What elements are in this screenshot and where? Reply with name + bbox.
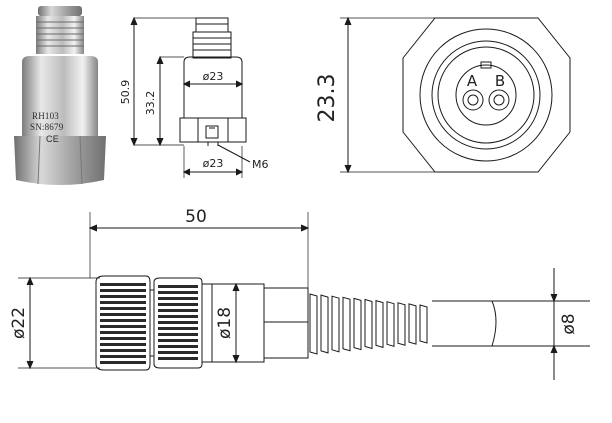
strain-relief-coil (309, 293, 318, 355)
knurl-groove (158, 321, 198, 324)
knurl-groove (158, 297, 198, 300)
sensor-photo (14, 6, 106, 185)
bottom-diameter-label: ø23 (203, 157, 224, 170)
top-diameter-label: ø23 (203, 70, 224, 83)
knurl-groove (100, 337, 146, 340)
strain-relief-coil (364, 298, 373, 350)
knurl-groove (100, 343, 146, 346)
cable-diameter-label: ø8 (559, 313, 579, 334)
strain-relief-coil (353, 297, 362, 351)
connector-diameter-label: ø22 (9, 307, 29, 339)
overall-height-label: 50.9 (119, 80, 132, 105)
strain-relief-coil (386, 301, 395, 347)
top-view-drawing: 23.3 A B (315, 16, 571, 174)
knurl-groove (158, 291, 198, 294)
model-label: RH103 (32, 111, 60, 121)
knurl-groove (100, 325, 146, 328)
cable-connector-drawing: 50 ø22 ø18 ø8 (9, 207, 590, 380)
thread-label: M6 (252, 158, 269, 171)
knurl-groove (100, 313, 146, 316)
knurl-groove (100, 355, 146, 358)
ce-mark: CE (46, 134, 59, 144)
pin-b-label: B (495, 72, 505, 90)
knurl-groove (100, 361, 146, 364)
knurl-groove (100, 301, 146, 304)
top-width-label: 23.3 (315, 74, 340, 123)
strain-relief-coil (397, 302, 406, 346)
knurl-groove (100, 331, 146, 334)
pin-a-label: A (467, 72, 478, 90)
knurl-groove (158, 303, 198, 306)
strain-relief-coil (408, 303, 417, 345)
strain-relief-coil (342, 296, 351, 352)
knurl-groove (100, 295, 146, 298)
knurl-groove (158, 327, 198, 330)
length-label: 50 (185, 207, 207, 227)
side-view-drawing: 50.9 33.2 ø23 ø23 M6 (119, 16, 269, 178)
strain-relief-coil (331, 295, 340, 353)
strain-relief-coil (320, 294, 329, 354)
serial-label: SN:8679 (30, 122, 64, 132)
knurl-groove (158, 309, 198, 312)
knurl-groove (158, 357, 198, 360)
knurl-groove (158, 351, 198, 354)
mid-diameter-label: ø18 (215, 307, 235, 339)
knurl-groove (158, 333, 198, 336)
knurl-groove (100, 289, 146, 292)
strain-relief-coil (419, 304, 428, 344)
knurl-groove (158, 285, 198, 288)
knurl-groove (100, 307, 146, 310)
knurl-groove (100, 349, 146, 352)
body-height-label: 33.2 (144, 91, 157, 116)
knurl-groove (158, 345, 198, 348)
knurl-groove (158, 339, 198, 342)
knurl-groove (100, 283, 146, 286)
knurl-groove (100, 319, 146, 322)
knurl-groove (158, 315, 198, 318)
strain-relief-coil (375, 299, 384, 349)
